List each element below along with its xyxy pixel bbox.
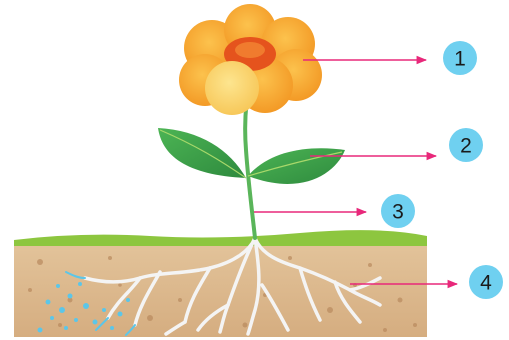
badge-1: 1 (443, 41, 477, 75)
badge-4-number: 4 (480, 272, 492, 295)
badge-2-number: 2 (460, 135, 472, 158)
badge-1-number: 1 (454, 48, 466, 71)
grass-strip (14, 230, 427, 246)
right-leaf (248, 148, 345, 184)
badge-3-number: 3 (392, 201, 404, 224)
flower (179, 4, 322, 115)
badge-4: 4 (469, 265, 503, 299)
badge-3: 3 (381, 194, 415, 228)
badge-2: 2 (449, 128, 483, 162)
